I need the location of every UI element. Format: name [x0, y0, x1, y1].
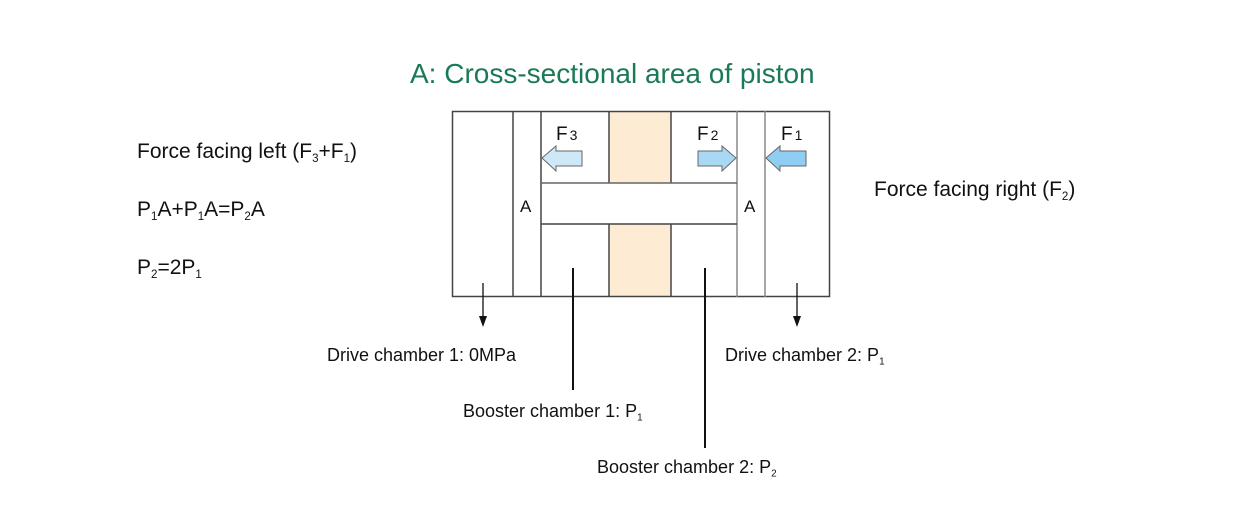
- right-piston-area-label: A: [744, 197, 756, 216]
- equation-result: P2=2P1: [137, 256, 202, 281]
- cylinder-outline: [451, 110, 831, 298]
- subscript: 3: [312, 153, 319, 166]
- booster-chamber-2-label: Booster chamber 2: P2: [597, 457, 777, 479]
- subscript: 1: [151, 211, 158, 224]
- text: A: [250, 198, 265, 221]
- text: Booster chamber 2: P: [597, 457, 772, 477]
- text: Drive chamber 2: P: [725, 345, 880, 365]
- text: =2P: [157, 256, 196, 279]
- force-f1-arrow-icon: [765, 144, 807, 173]
- force-f2-arrow-icon: [697, 144, 737, 173]
- text: A+P: [157, 198, 198, 221]
- text: ): [350, 140, 357, 163]
- subscript: 1: [879, 356, 885, 368]
- drive-chamber-1-label: Drive chamber 1: 0MPa: [327, 345, 516, 366]
- subscript: 2: [151, 269, 158, 282]
- text: Force facing left (F: [137, 140, 313, 163]
- force-right-label: Force facing right (F2): [874, 178, 1075, 203]
- subscript: 2: [1061, 191, 1069, 204]
- text: P: [137, 198, 152, 221]
- text: ): [1068, 178, 1076, 201]
- equation-balance: P1A+P1A=P2A: [137, 198, 265, 223]
- text: +F: [318, 140, 344, 163]
- diagram-title: A: Cross-sectional area of piston: [410, 58, 815, 89]
- subscript: 1: [343, 153, 350, 166]
- text: Booster chamber 1: P: [463, 401, 638, 421]
- text: A=P: [204, 198, 245, 221]
- left-piston-area-label: A: [520, 197, 532, 216]
- subscript: 2: [244, 211, 251, 224]
- text: Force facing right (F: [874, 178, 1062, 201]
- center-wall-bottom: [609, 224, 671, 297]
- drive-chamber-2-label: Drive chamber 2: P1: [725, 345, 885, 367]
- subscript: 1: [637, 412, 643, 424]
- center-wall-top: [609, 111, 671, 183]
- force-f3-arrow-icon: [541, 144, 583, 173]
- booster-chamber-1-label: Booster chamber 1: P1: [463, 401, 643, 423]
- drive-chamber-1-arrowhead-icon: [479, 316, 487, 327]
- text: P: [137, 256, 152, 279]
- text: Drive chamber 1: 0MPa: [327, 345, 517, 365]
- force-left-label: Force facing left (F3+F1): [137, 140, 357, 165]
- subscript: 1: [195, 269, 202, 282]
- drive-chamber-2-arrowhead-icon: [793, 316, 801, 327]
- subscript: 2: [771, 468, 777, 480]
- subscript: 1: [197, 211, 205, 224]
